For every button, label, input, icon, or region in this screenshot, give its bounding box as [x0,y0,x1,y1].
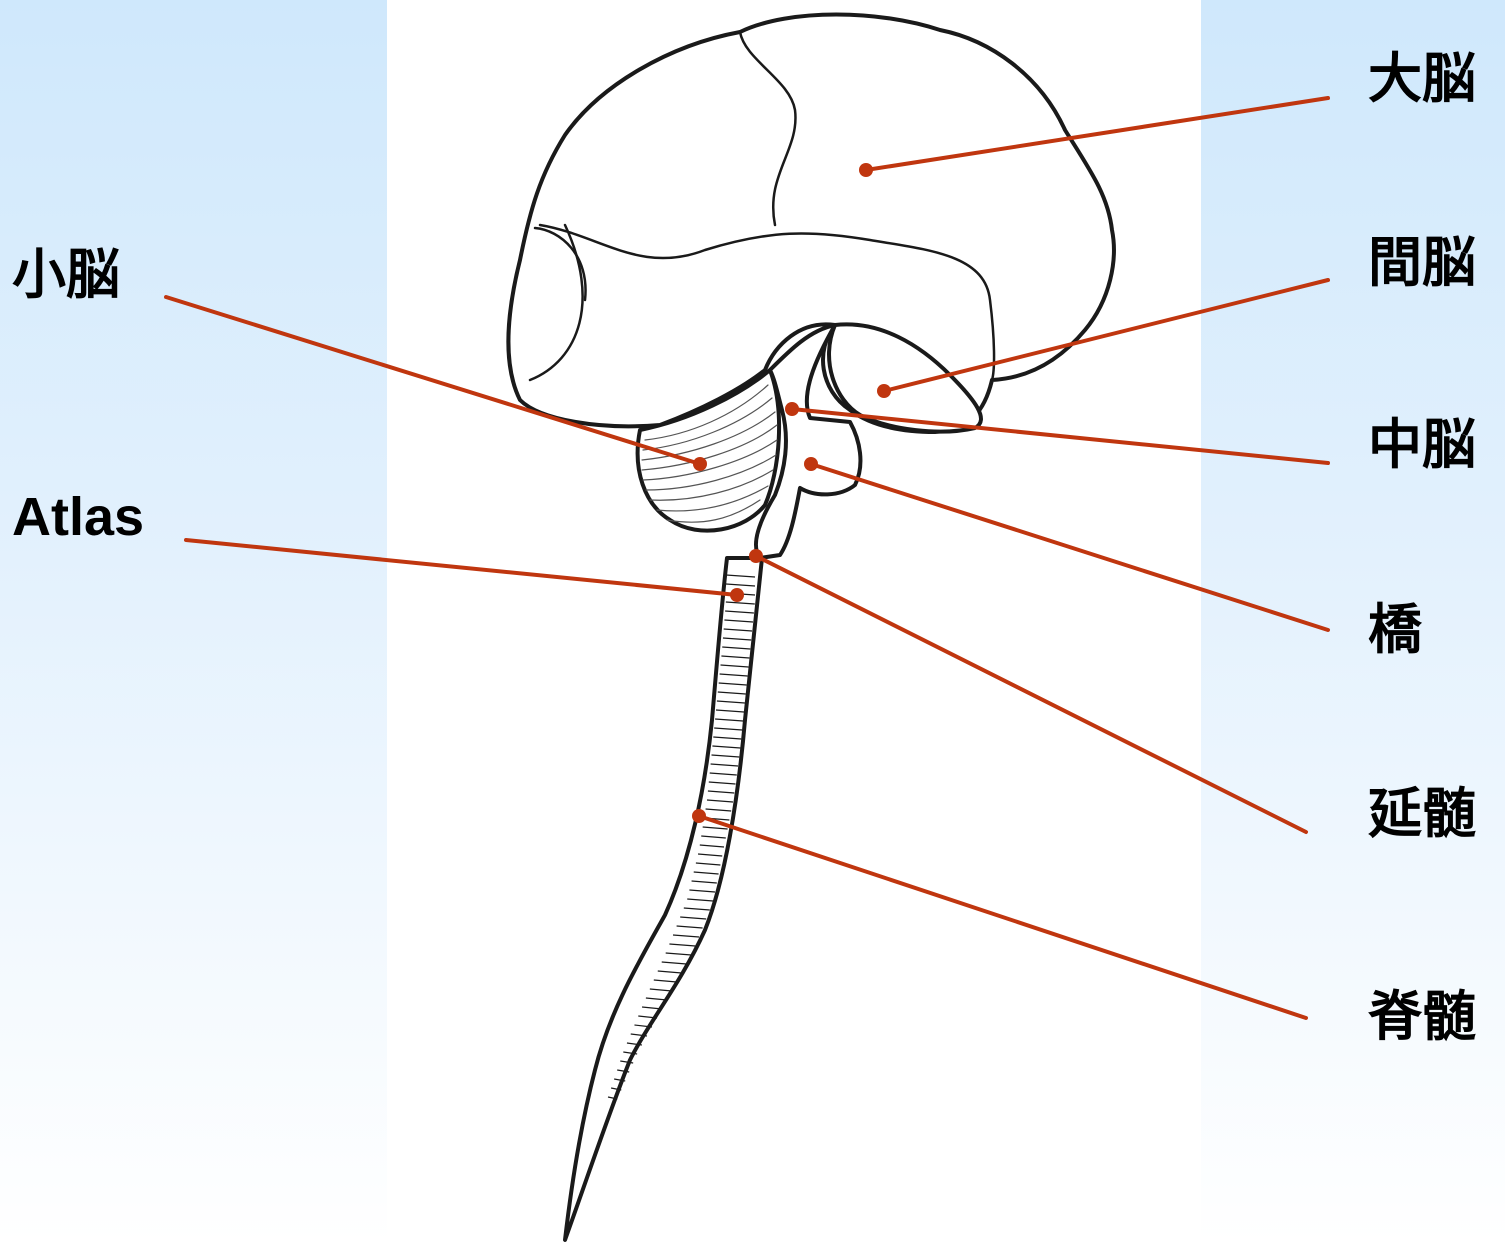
leader-dot-diencephalon [877,384,891,398]
label-midbrain: 中脳 [1368,418,1476,472]
leader-dot-midbrain [785,402,799,416]
label-medulla: 延髄 [1368,787,1476,841]
leader-dot-atlas [730,588,744,602]
leader-dot-medulla [749,549,763,563]
label-cerebrum: 大脳 [1368,52,1476,106]
leader-line-atlas [186,540,737,595]
leader-dot-cerebrum [859,163,873,177]
leader-line-pons [811,464,1328,630]
leader-line-spinal-cord [699,816,1306,1018]
label-atlas: Atlas [12,490,144,544]
label-pons: 橋 [1368,603,1422,657]
leader-dot-pons [804,457,818,471]
leader-dot-cerebellum [693,457,707,471]
label-diencephalon: 間脳 [1368,236,1476,290]
spinal-cord-outline [565,558,762,1240]
leader-dot-spinal-cord [692,809,706,823]
label-cerebellum: 小脳 [12,248,120,302]
label-spinal-cord: 脊髄 [1368,990,1476,1044]
leader-line-midbrain [792,409,1328,463]
